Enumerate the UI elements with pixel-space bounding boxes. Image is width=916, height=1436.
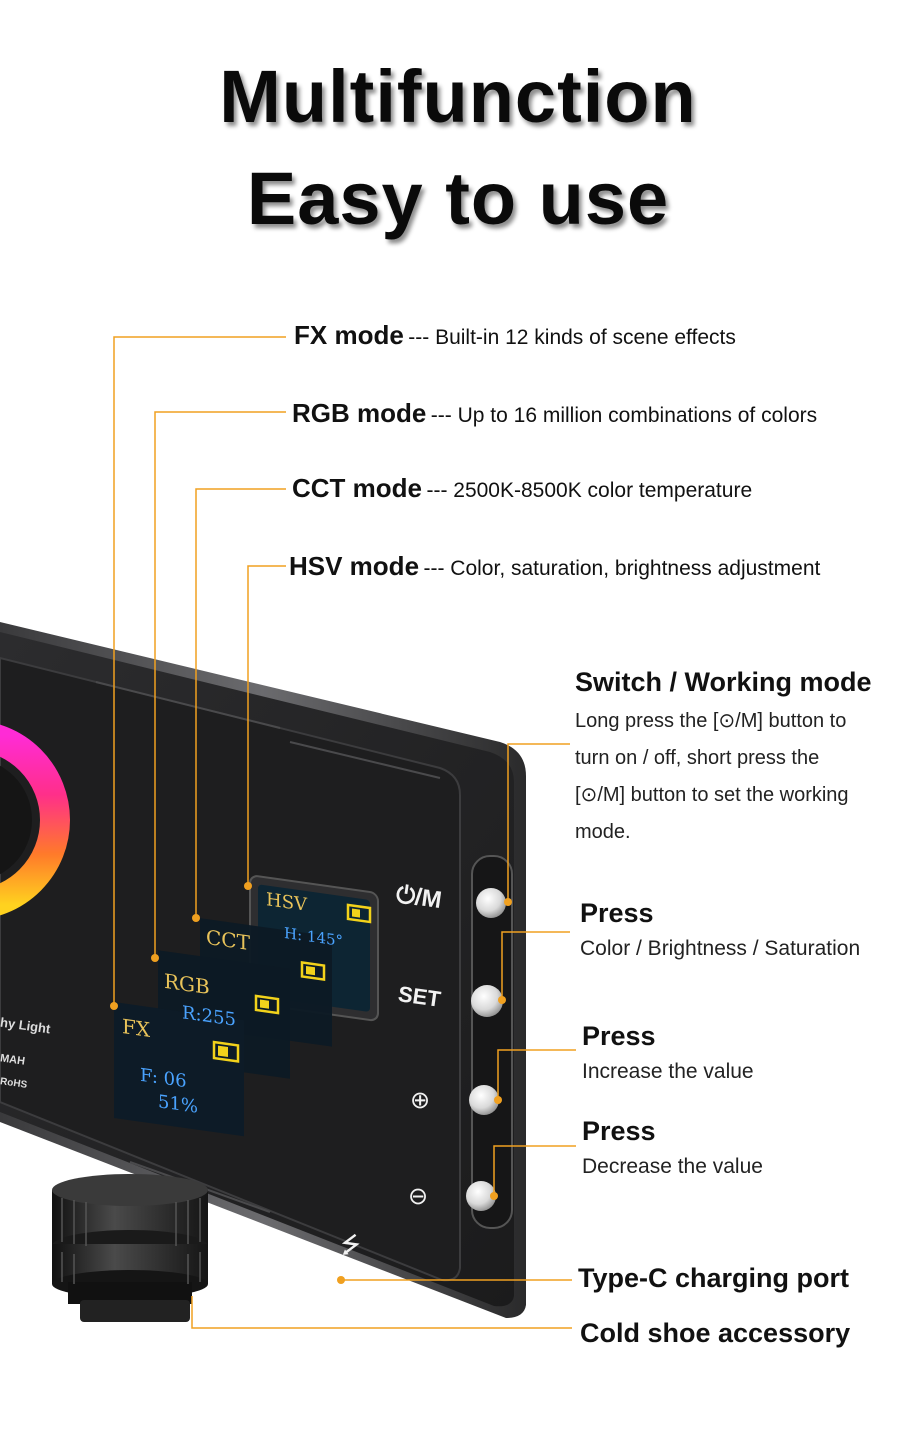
cct-mode-desc: --- 2500K-8500K color temperature — [426, 479, 753, 502]
fx-mode-name: FX mode — [294, 320, 404, 350]
hsv-mode-desc: --- Color, saturation, brightness adjust… — [423, 557, 821, 580]
fx-mode-desc: --- Built-in 12 kinds of scene effects — [408, 326, 736, 349]
leader-lines — [113, 336, 576, 1329]
minus-button — [466, 1181, 496, 1211]
switch-mode-desc: Long press the [⊙/M] button to turn on /… — [575, 710, 849, 843]
rgb-mode-desc: --- Up to 16 million combinations of col… — [430, 404, 818, 427]
press-plus-desc: Increase the value — [582, 1060, 754, 1083]
press-plus-title: Press — [582, 1021, 656, 1051]
power-mode-button — [476, 888, 506, 918]
rgb-mode-row: RGB mode --- Up to 16 million combinatio… — [292, 398, 817, 429]
press-set-title: Press — [580, 898, 654, 928]
press-set-desc: Color / Brightness / Saturation — [580, 937, 861, 960]
cold-shoe-label: Cold shoe accessory — [580, 1318, 851, 1348]
plus-button — [469, 1085, 499, 1115]
hsv-mode-name: HSV mode — [289, 551, 420, 581]
press-minus-title: Press — [582, 1116, 656, 1146]
screen-fx-mode: FX — [122, 1014, 151, 1042]
typec-port-label: Type-C charging port — [578, 1263, 850, 1293]
switch-mode-title: Switch / Working mode — [575, 667, 872, 697]
set-button — [471, 985, 503, 1017]
plus-icon: ⊕ — [410, 1087, 431, 1114]
hsv-mode-row: HSV mode --- Color, saturation, brightne… — [289, 551, 820, 582]
press-minus-desc: Decrease the value — [582, 1155, 763, 1178]
headline-line1: Multifunction — [219, 55, 697, 138]
cct-mode-name: CCT mode — [292, 473, 422, 503]
fx-mode-row: FX mode --- Built-in 12 kinds of scene e… — [294, 320, 736, 351]
cct-mode-row: CCT mode --- 2500K-8500K color temperatu… — [292, 473, 752, 504]
color-wheel — [0, 724, 70, 916]
minus-icon: ⊖ — [408, 1183, 429, 1210]
rgb-mode-name: RGB mode — [292, 398, 427, 428]
headline-line2: Easy to use — [246, 157, 670, 240]
screen-fx — [114, 1002, 244, 1137]
cold-shoe-plate — [80, 1300, 190, 1322]
